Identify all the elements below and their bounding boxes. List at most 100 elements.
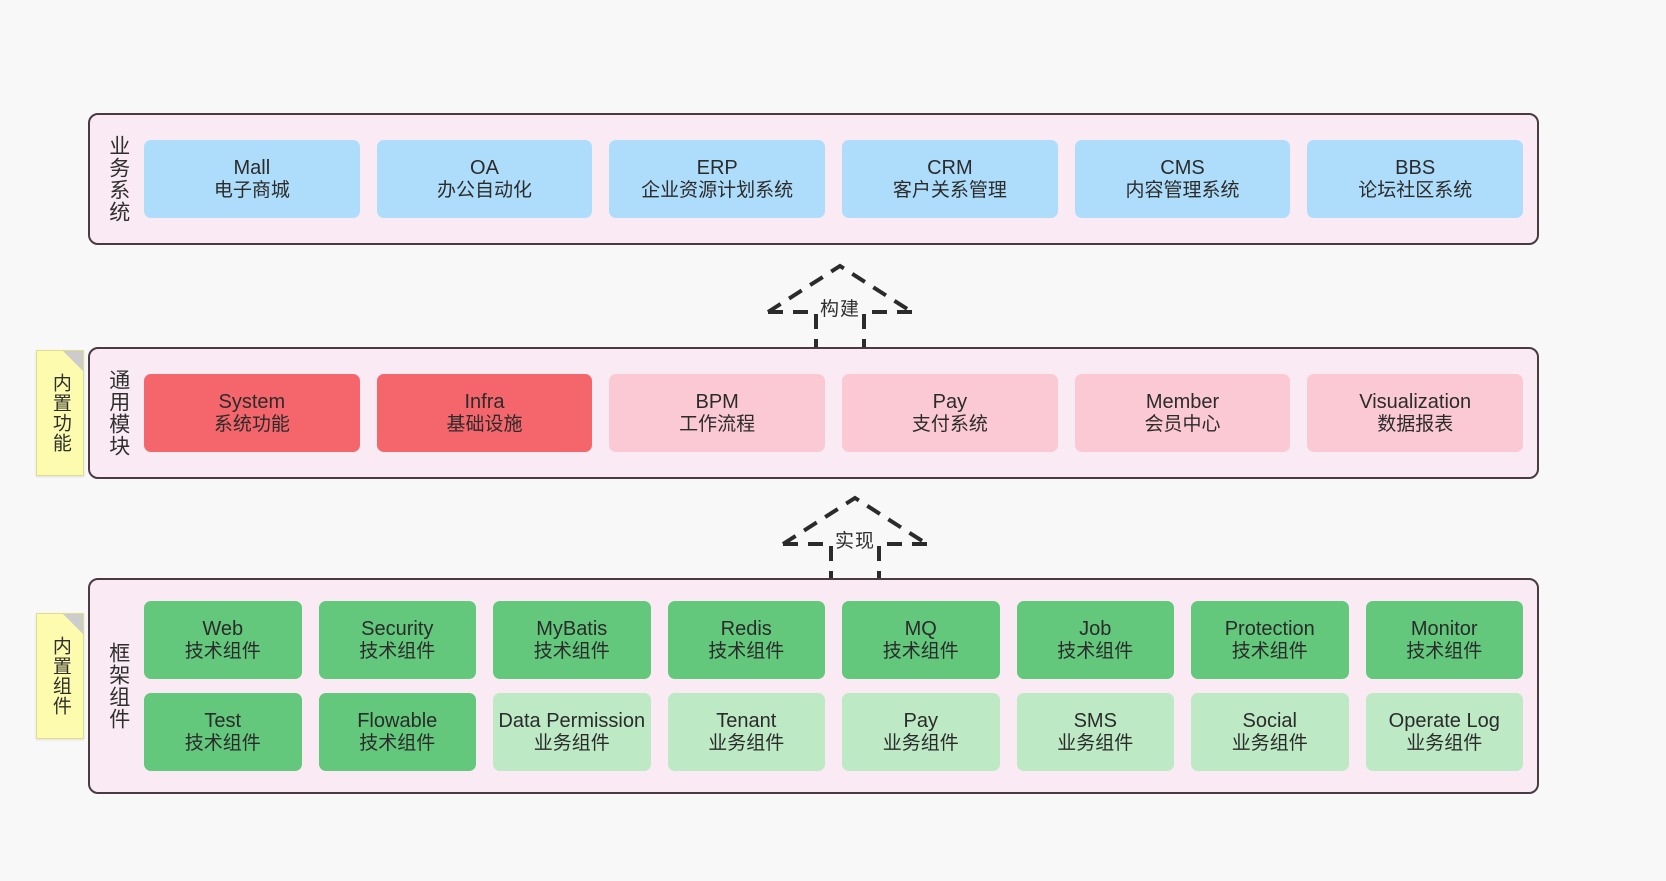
- node-subtitle: 业务组件: [708, 732, 785, 754]
- node-sms[interactable]: SMS 业务组件: [1016, 693, 1174, 771]
- node-system[interactable]: System 系统功能: [144, 374, 360, 452]
- node-title: Web: [202, 617, 244, 640]
- node-flowable[interactable]: Flowable 技术组件: [318, 693, 476, 771]
- node-title: BBS: [1395, 156, 1436, 179]
- node-title: Monitor: [1410, 617, 1478, 640]
- arrow-build-label: 构建: [819, 299, 860, 320]
- common-modules-row: System 系统功能 Infra 基础设施 BPM 工作流程 Pay 支付系统…: [144, 374, 1524, 452]
- node-subtitle: 论坛社区系统: [1358, 179, 1473, 201]
- framework-components-items: Web 技术组件 Security 技术组件 MyBatis 技术组件 Redi…: [140, 586, 1527, 786]
- business-systems-items: Mall 电子商城 OA 办公自动化 ERP 企业资源计划系统 CRM 客户关系…: [140, 121, 1527, 237]
- note-label: 内置功能: [49, 373, 71, 453]
- node-subtitle: 会员中心: [1144, 413, 1221, 435]
- node-protection[interactable]: Protection 技术组件: [1191, 601, 1349, 679]
- node-oa[interactable]: OA 办公自动化: [376, 140, 593, 218]
- node-title: Infra: [464, 390, 505, 413]
- node-subtitle: 业务组件: [1231, 732, 1308, 754]
- arrow-build: 构建: [760, 258, 920, 350]
- node-member[interactable]: Member 会员中心: [1074, 374, 1291, 452]
- node-web[interactable]: Web 技术组件: [144, 601, 302, 679]
- node-title: Job: [1079, 617, 1112, 640]
- node-title: Pay: [932, 390, 968, 413]
- node-title: Member: [1145, 390, 1220, 413]
- node-subtitle: 内容管理系统: [1125, 179, 1240, 201]
- node-subtitle: 技术组件: [1406, 640, 1483, 662]
- layer-label-framework-components: 框架组件: [106, 642, 130, 730]
- node-mybatis[interactable]: MyBatis 技术组件: [493, 601, 651, 679]
- layer-label-business-systems: 业务系统: [106, 135, 130, 223]
- node-subtitle: 技术组件: [359, 732, 436, 754]
- node-subtitle: 业务组件: [1406, 732, 1483, 754]
- node-subtitle: 支付系统: [911, 413, 988, 435]
- layer-common-modules: 通用模块 System 系统功能 Infra 基础设施 BPM 工作流程 Pay…: [88, 347, 1539, 479]
- node-title: Visualization: [1359, 390, 1472, 413]
- node-title: OA: [470, 156, 499, 179]
- node-title: SMS: [1073, 709, 1117, 732]
- layer-framework-components: 框架组件 Web 技术组件 Security 技术组件 MyBatis 技术组件…: [88, 578, 1539, 794]
- node-subtitle: 技术组件: [184, 732, 261, 754]
- node-subtitle: 客户关系管理: [892, 179, 1007, 201]
- node-bpm[interactable]: BPM 工作流程: [609, 374, 826, 452]
- node-subtitle: 技术组件: [359, 640, 436, 662]
- node-subtitle: 数据报表: [1377, 413, 1454, 435]
- node-subtitle: 技术组件: [184, 640, 261, 662]
- node-title: Data Permission: [498, 709, 646, 732]
- node-test[interactable]: Test 技术组件: [144, 693, 302, 771]
- node-title: Test: [204, 709, 242, 732]
- business-systems-row: Mall 电子商城 OA 办公自动化 ERP 企业资源计划系统 CRM 客户关系…: [144, 140, 1524, 218]
- node-redis[interactable]: Redis 技术组件: [667, 601, 825, 679]
- node-title: Pay: [903, 709, 938, 732]
- node-title: System: [218, 390, 286, 413]
- node-title: CMS: [1160, 156, 1205, 179]
- node-subtitle: 技术组件: [533, 640, 610, 662]
- layer-label-common-modules: 通用模块: [106, 369, 130, 457]
- node-job[interactable]: Job 技术组件: [1016, 601, 1174, 679]
- node-mq[interactable]: MQ 技术组件: [842, 601, 1000, 679]
- note-label: 内置组件: [49, 636, 71, 716]
- node-pay-component[interactable]: Pay 业务组件: [842, 693, 1000, 771]
- node-subtitle: 基础设施: [446, 413, 523, 435]
- node-monitor[interactable]: Monitor 技术组件: [1365, 601, 1523, 679]
- note-builtin-component: 内置组件: [36, 613, 84, 739]
- node-subtitle: 企业资源计划系统: [641, 179, 794, 201]
- node-title: ERP: [696, 156, 738, 179]
- note-builtin-function: 内置功能: [36, 350, 84, 476]
- node-crm[interactable]: CRM 客户关系管理: [842, 140, 1058, 218]
- node-infra[interactable]: Infra 基础设施: [376, 374, 593, 452]
- node-title: MyBatis: [536, 617, 608, 640]
- node-title: MQ: [904, 617, 937, 640]
- arrow-build-icon: [766, 263, 914, 350]
- node-bbs[interactable]: BBS 论坛社区系统: [1307, 140, 1524, 218]
- node-title: BPM: [695, 390, 739, 413]
- arrow-realize-icon: [781, 495, 929, 582]
- node-pay-module[interactable]: Pay 支付系统: [842, 374, 1058, 452]
- node-data-permission[interactable]: Data Permission 业务组件: [493, 693, 651, 771]
- node-subtitle: 业务组件: [533, 732, 610, 754]
- node-title: Protection: [1224, 617, 1315, 640]
- node-subtitle: 系统功能: [213, 413, 290, 435]
- node-subtitle: 办公自动化: [437, 179, 533, 201]
- node-operate-log[interactable]: Operate Log 业务组件: [1365, 693, 1523, 771]
- node-subtitle: 工作流程: [679, 413, 756, 435]
- node-subtitle: 技术组件: [1231, 640, 1308, 662]
- arrow-realize-label: 实现: [834, 531, 875, 552]
- node-subtitle: 业务组件: [1057, 732, 1134, 754]
- common-modules-items: System 系统功能 Infra 基础设施 BPM 工作流程 Pay 支付系统…: [140, 355, 1527, 471]
- node-title: CRM: [927, 156, 973, 179]
- framework-components-row-tech: Web 技术组件 Security 技术组件 MyBatis 技术组件 Redi…: [144, 601, 1523, 679]
- node-subtitle: 技术组件: [1057, 640, 1134, 662]
- node-security[interactable]: Security 技术组件: [318, 601, 476, 679]
- node-tenant[interactable]: Tenant 业务组件: [667, 693, 825, 771]
- node-title: Mall: [233, 156, 271, 179]
- node-title: Tenant: [716, 709, 777, 732]
- layer-business-systems: 业务系统 Mall 电子商城 OA 办公自动化 ERP 企业资源计划系统 CRM…: [88, 113, 1539, 245]
- node-erp[interactable]: ERP 企业资源计划系统: [609, 140, 826, 218]
- node-cms[interactable]: CMS 内容管理系统: [1074, 140, 1291, 218]
- node-visualization[interactable]: Visualization 数据报表: [1307, 374, 1524, 452]
- node-subtitle: 电子商城: [213, 179, 290, 201]
- node-title: Social: [1242, 709, 1297, 732]
- node-subtitle: 业务组件: [882, 732, 959, 754]
- node-social[interactable]: Social 业务组件: [1191, 693, 1349, 771]
- node-mall[interactable]: Mall 电子商城: [144, 140, 360, 218]
